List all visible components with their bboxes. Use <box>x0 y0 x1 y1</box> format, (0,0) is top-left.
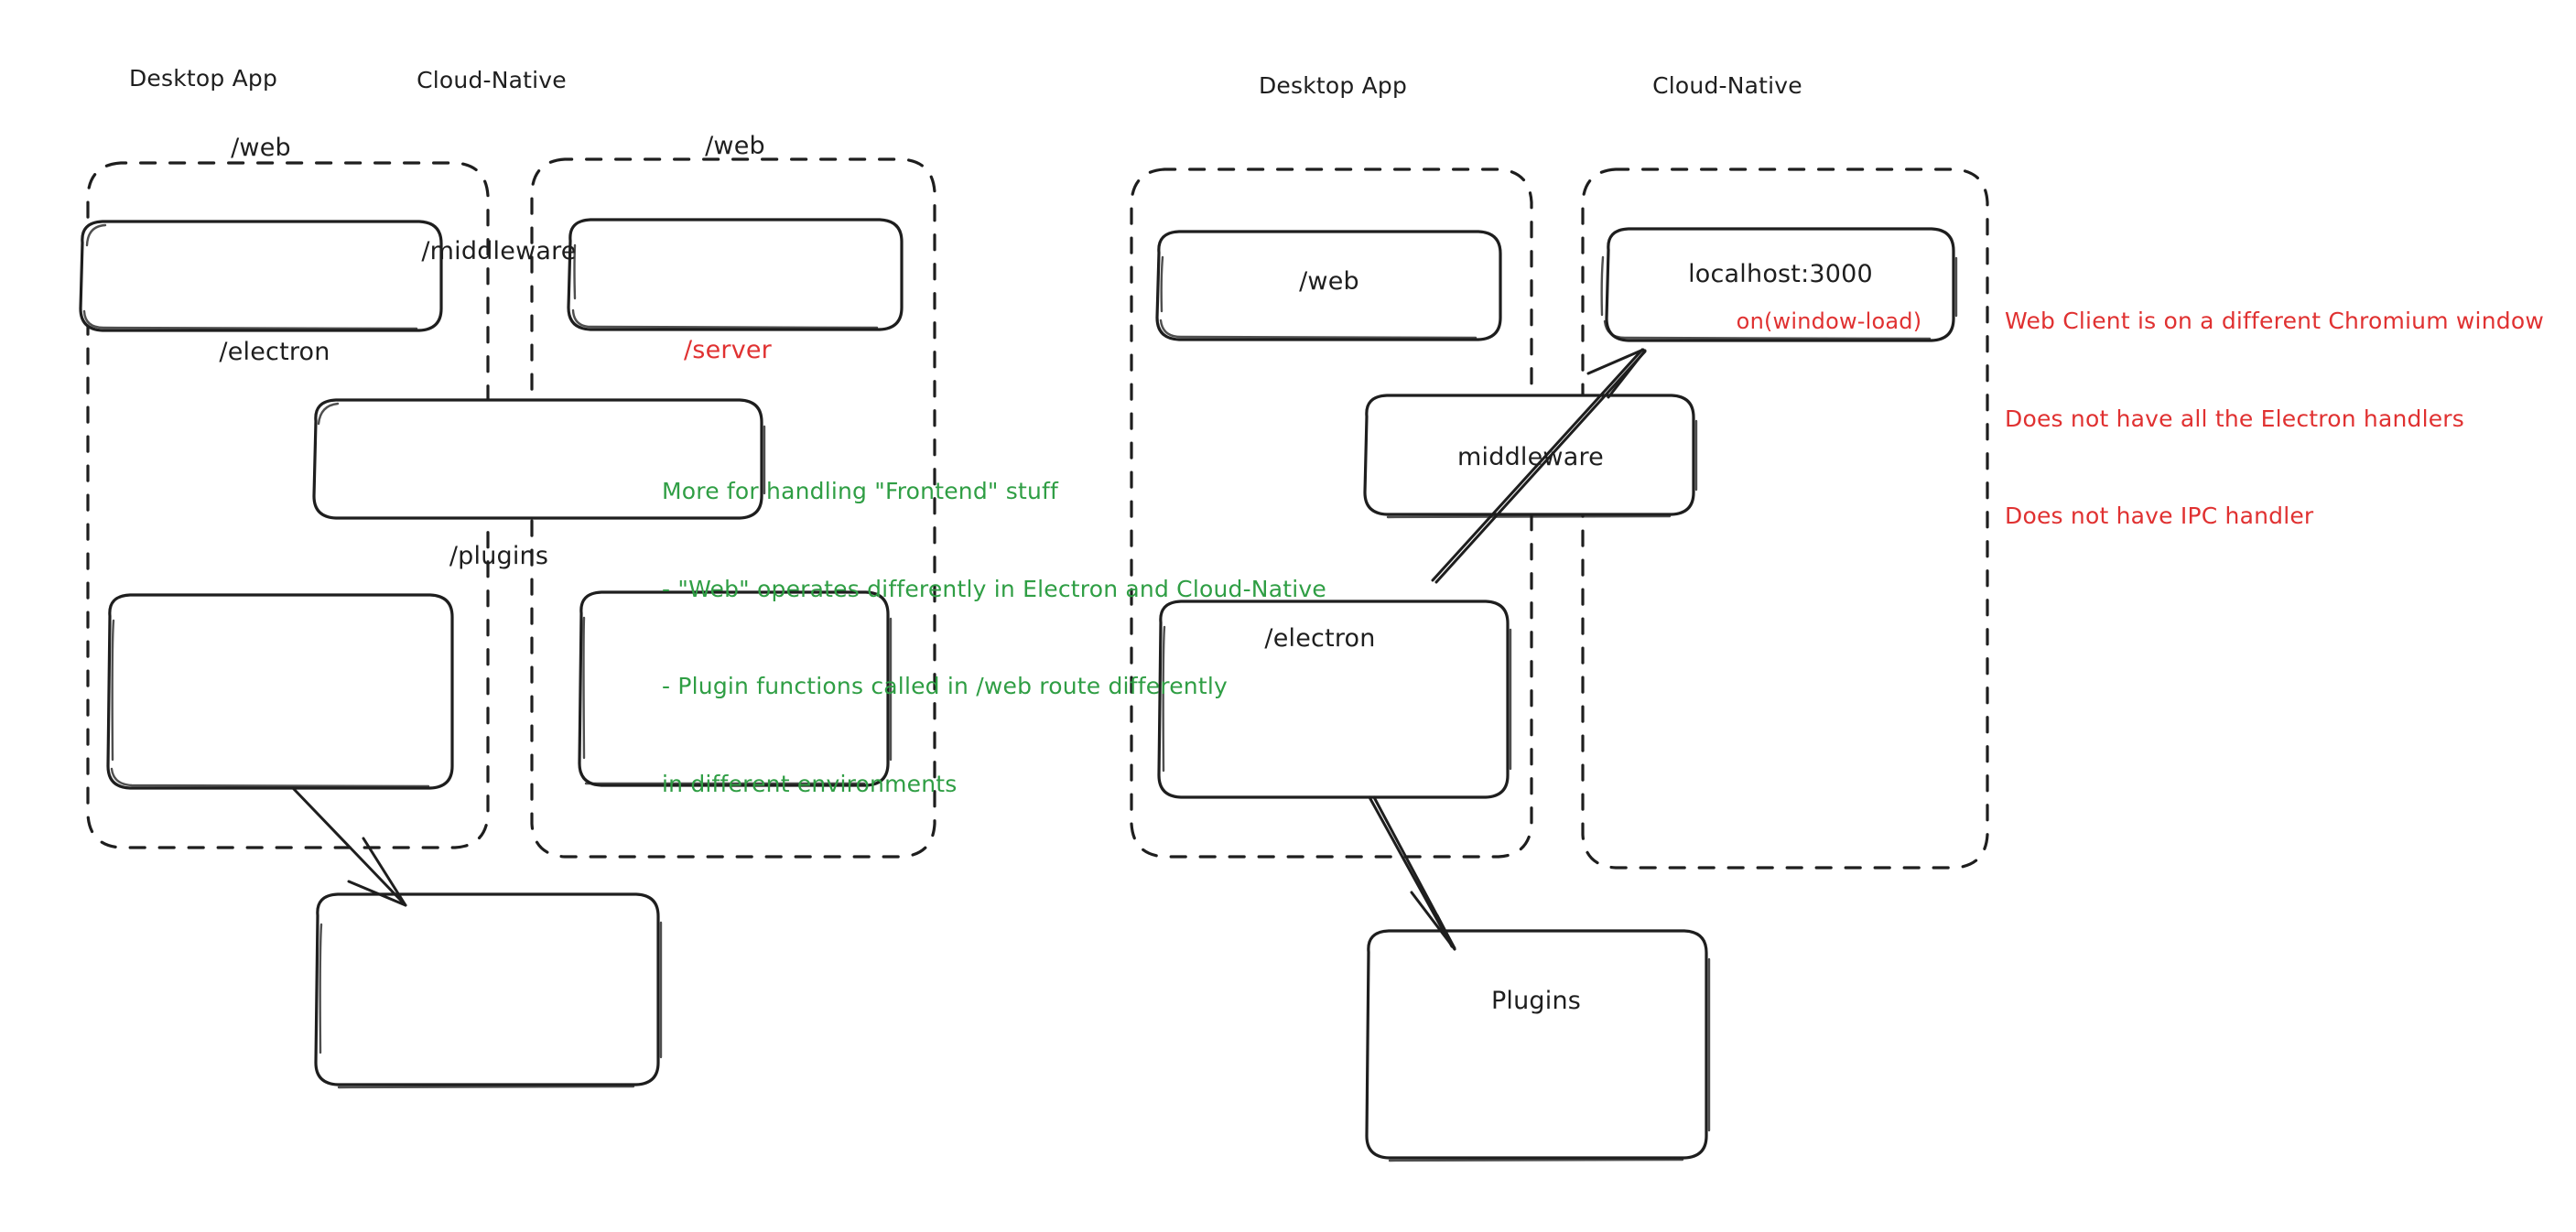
node-left-desktop-electron-shape <box>106 593 454 790</box>
arrow-right-electron-to-localhost <box>1431 348 1647 584</box>
node-right-cloud-localhost-shape <box>1600 227 1958 342</box>
group-left-desktop-border <box>86 161 490 849</box>
group-right-cloud-border <box>1581 168 1989 870</box>
node-right-desktop-web-shape <box>1155 230 1502 341</box>
arrow-right-electron-to-plugins <box>1368 795 1456 951</box>
node-left-middleware-shape <box>312 398 766 520</box>
arrow-left-electron-to-plugins <box>291 786 407 907</box>
node-right-middleware-shape <box>1363 394 1698 519</box>
node-left-plugins-shape <box>314 892 663 1089</box>
group-left-cloud-border <box>530 157 936 859</box>
node-left-cloud-server-shape <box>578 590 893 787</box>
node-left-desktop-web-shape <box>79 220 443 332</box>
node-left-cloud-web-shape <box>567 218 904 331</box>
group-right-desktop-border <box>1130 168 1533 859</box>
node-right-plugins-shape <box>1365 929 1711 1162</box>
node-right-desktop-electron-shape <box>1157 600 1512 799</box>
